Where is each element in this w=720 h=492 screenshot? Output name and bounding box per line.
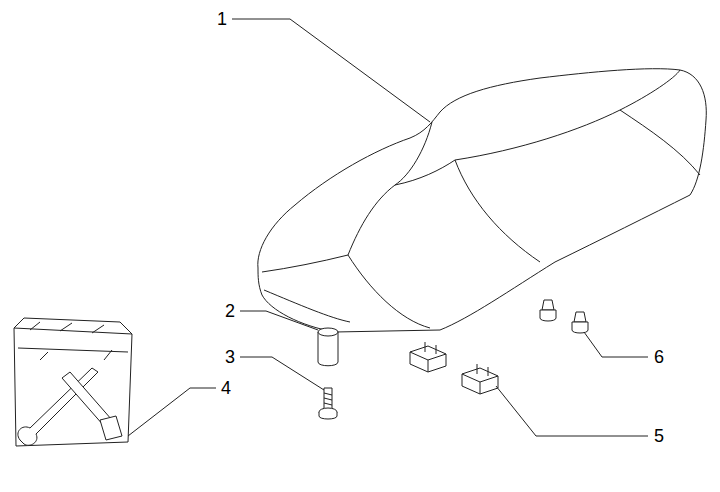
- seat-seam: [620, 110, 700, 175]
- buffer-part: [540, 300, 556, 321]
- seat-seam: [348, 255, 430, 328]
- callout-number: 2: [225, 302, 235, 320]
- leader-line: [128, 388, 216, 436]
- screw-part: [319, 388, 337, 419]
- leader-line: [496, 386, 648, 436]
- rubber-block: [462, 364, 498, 394]
- callout-number: 5: [654, 427, 664, 445]
- seat-seam: [455, 160, 540, 262]
- tool-bag: [14, 318, 132, 446]
- leader-line: [232, 19, 430, 122]
- spacer-part: [318, 328, 338, 366]
- seat-seam: [262, 160, 455, 272]
- callout-number: 3: [225, 348, 235, 366]
- leader-line: [240, 311, 318, 330]
- seat-seam: [264, 290, 350, 322]
- leader-line: [584, 332, 648, 357]
- callout-number: 1: [217, 10, 227, 28]
- callout-number: 6: [654, 348, 664, 366]
- seat-seam: [395, 122, 432, 185]
- rubber-block: [410, 342, 446, 372]
- seat-outline: [258, 69, 706, 332]
- leader-line: [240, 357, 324, 390]
- buffer-part: [572, 312, 588, 333]
- seat-seam: [455, 70, 680, 160]
- callout-number: 4: [221, 379, 231, 397]
